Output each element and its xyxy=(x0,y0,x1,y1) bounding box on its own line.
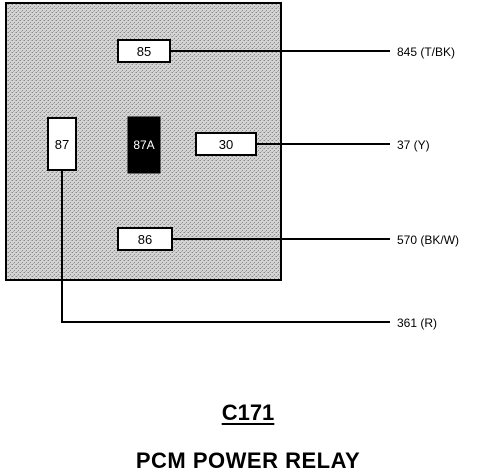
pin-85: 85 xyxy=(117,39,171,63)
pin-87-label: 87 xyxy=(55,137,69,152)
pin-87: 87 xyxy=(47,117,77,171)
wire-86-label: 570 (BK/W) xyxy=(397,233,459,247)
pin-87a-label: 87A xyxy=(133,138,154,152)
component-name: PCM POWER RELAY xyxy=(135,448,361,473)
wire-30-label: 37 (Y) xyxy=(397,138,430,152)
wire-87-label: 361 (R) xyxy=(397,316,437,330)
wire-85-label: 845 (T/BK) xyxy=(397,45,455,59)
relay-connector-diagram: 85 87A 30 87 86 845 (T/BK) 37 (Y) 570 (B… xyxy=(5,2,459,330)
pin-86: 86 xyxy=(117,227,173,251)
pin-85-label: 85 xyxy=(137,44,151,59)
connector-id: C171 xyxy=(221,400,275,425)
pin-86-label: 86 xyxy=(138,232,152,247)
wire-87-line xyxy=(61,170,390,323)
pin-87a: 87A xyxy=(127,116,161,174)
pin-30-label: 30 xyxy=(219,137,233,152)
pin-30: 30 xyxy=(195,132,257,156)
